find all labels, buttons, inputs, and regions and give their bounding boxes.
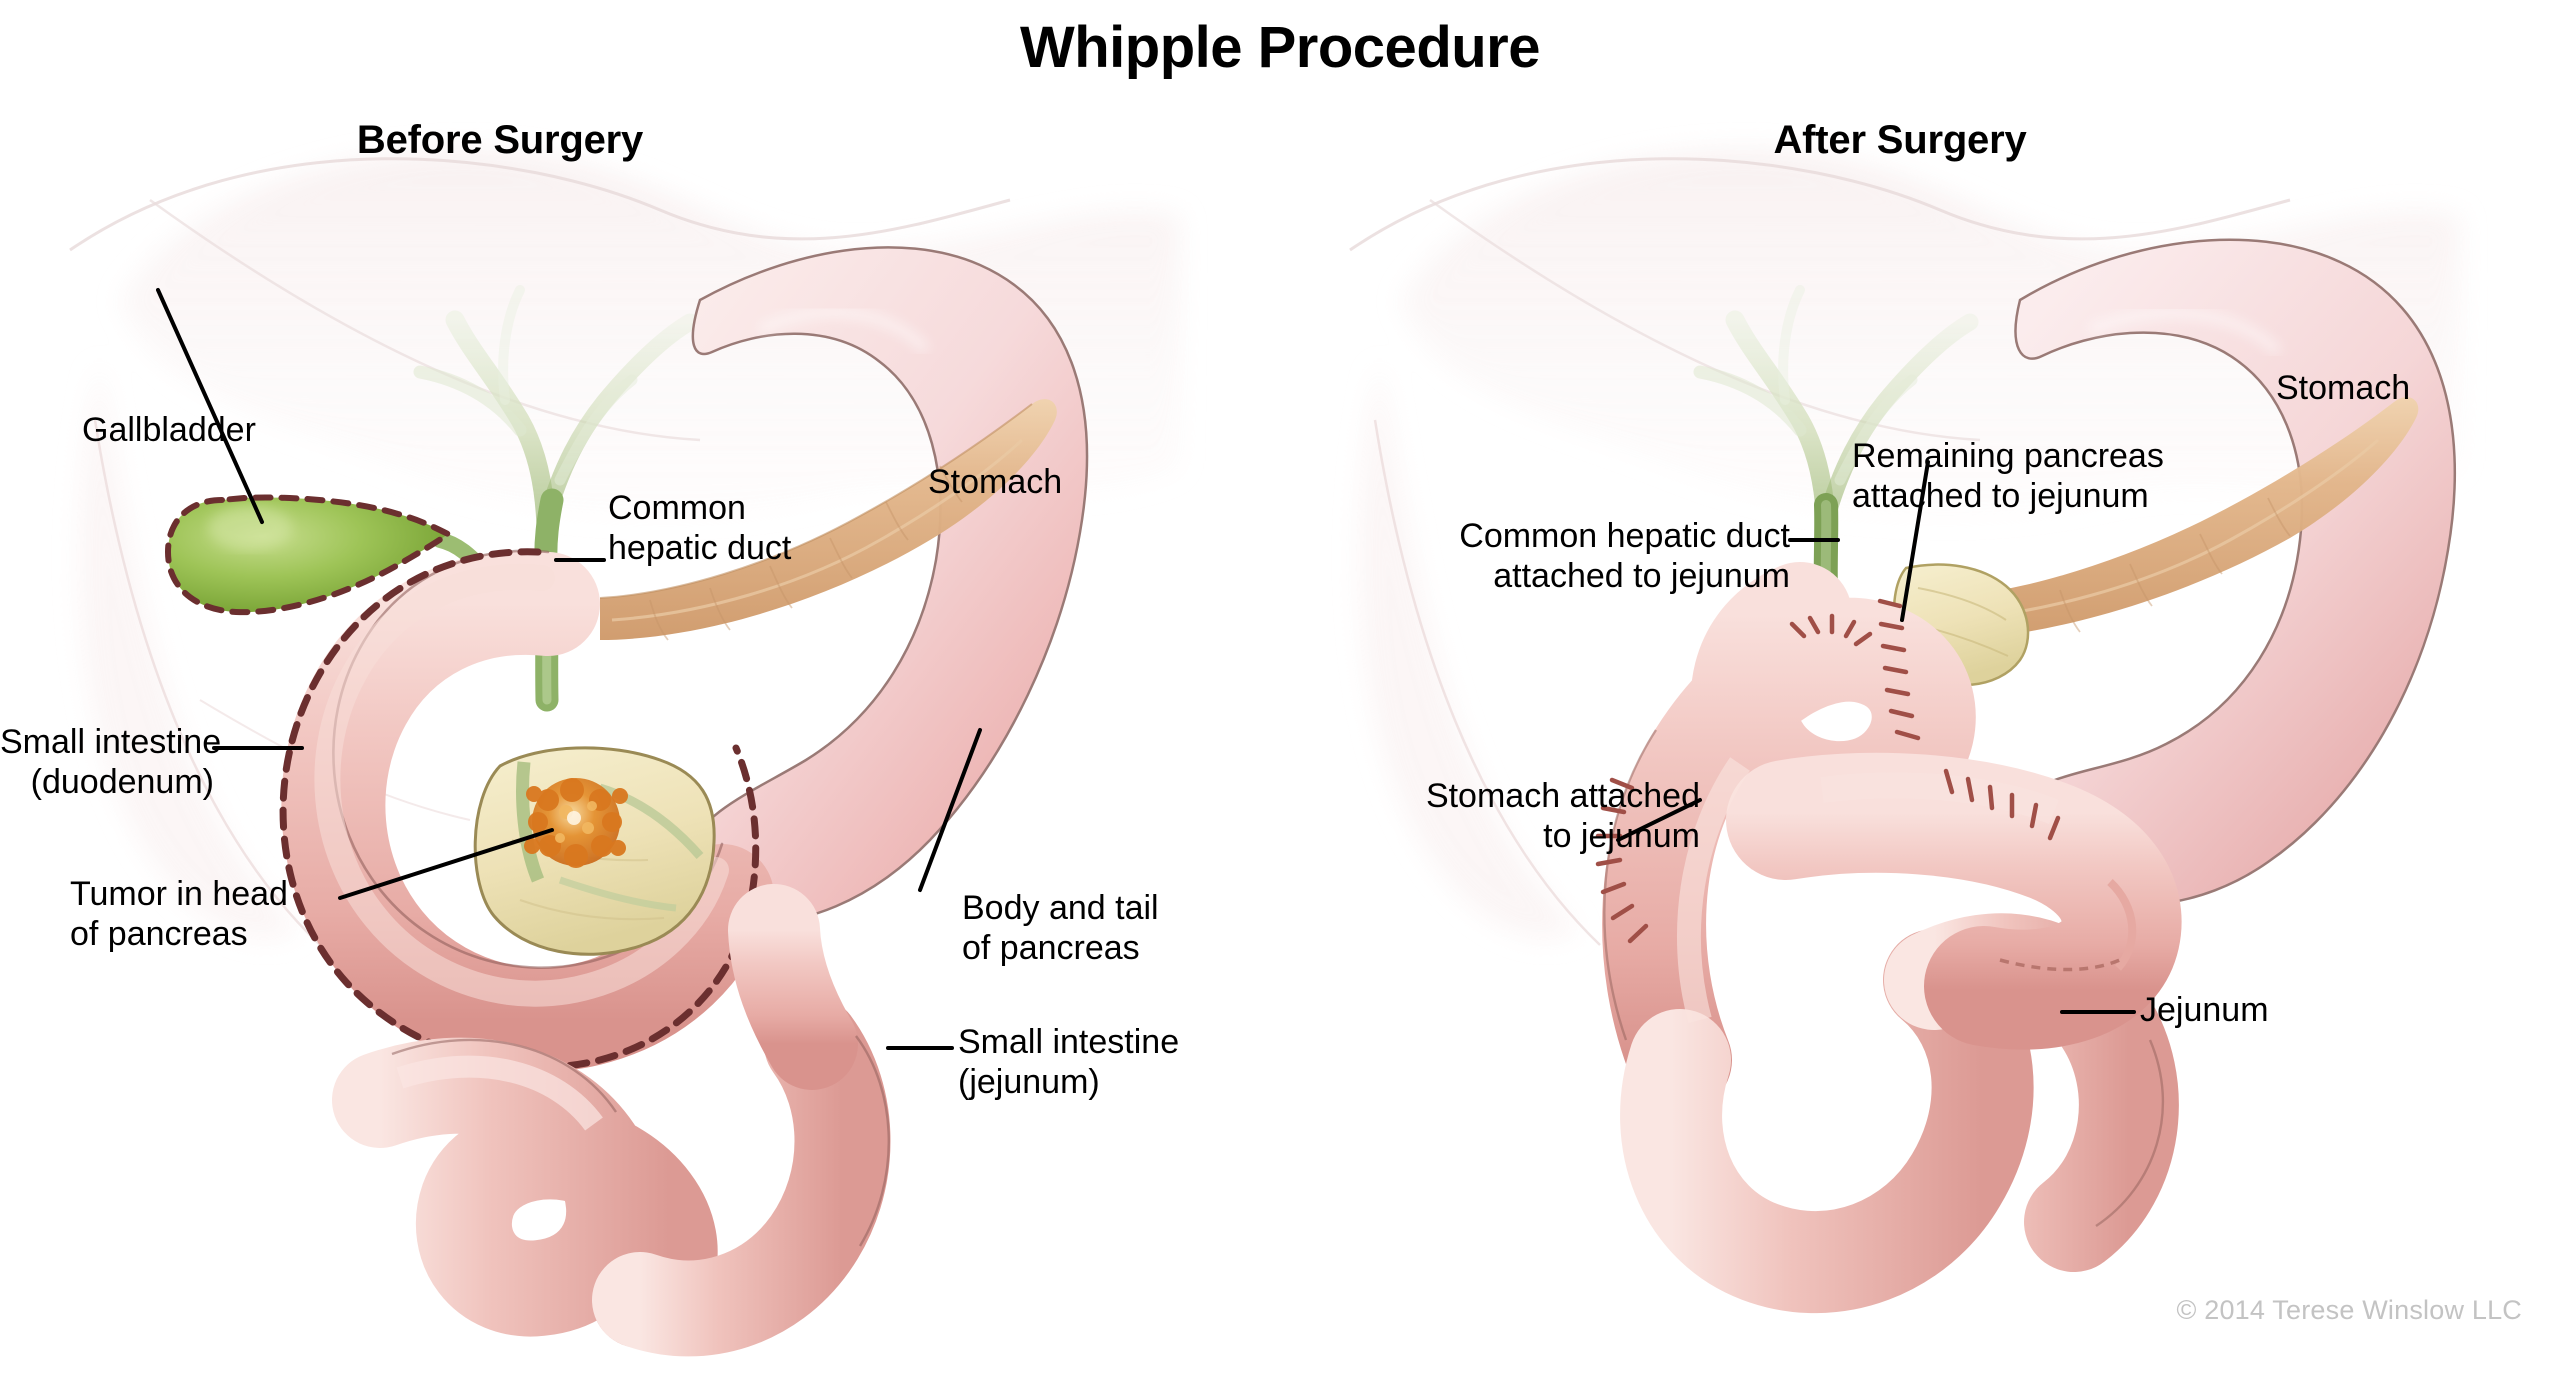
label-jejunum: Jejunum <box>2140 991 2269 1029</box>
pancreas-head-shape <box>473 746 716 956</box>
label-small-intestine-duodenum: Small intestine (duodenum) <box>0 723 222 802</box>
label-tumor-head-pancreas: Tumor in head of pancreas <box>70 875 288 954</box>
panel-title-before: Before Surgery <box>356 118 644 162</box>
jejunum-loops-before <box>332 884 891 1357</box>
label-remaining-pancreas-attached: Remaining pancreas attached to jejunum <box>1852 437 2164 516</box>
copyright-notice: © 2014 Terese Winslow LLC <box>2176 1295 2522 1325</box>
panel-title-after: After Surgery <box>1773 118 2027 162</box>
label-common-hepatic-duct-attached: Common hepatic duct attached to jejunum <box>1459 517 1790 596</box>
duodenum-shape <box>279 548 774 1072</box>
label-stomach-attached: Stomach attached to jejunum <box>1425 777 1700 856</box>
figure-title: Whipple Procedure <box>1019 15 1541 80</box>
pancreas-body-tail-shape <box>599 399 1057 641</box>
label-stomach-after: Stomach <box>2276 369 2411 407</box>
label-stomach-before: Stomach <box>928 463 1063 501</box>
before-surgery-artwork <box>69 150 1180 1357</box>
label-small-intestine-jejunum: Small intestine (jejunum) <box>958 1023 1180 1102</box>
label-gallbladder: Gallbladder <box>82 411 256 449</box>
label-common-hepatic-duct: Common hepatic duct <box>608 489 792 568</box>
jejunum-reconstruction <box>1602 562 2182 1314</box>
after-surgery-artwork <box>1349 150 2460 1314</box>
label-body-tail-pancreas: Body and tail of pancreas <box>962 889 1159 968</box>
